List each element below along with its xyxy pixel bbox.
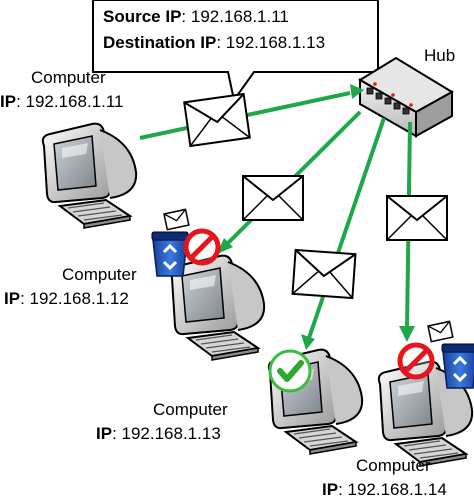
hub-led-icon (373, 82, 377, 86)
arrow-hub-to-computer-13 (307, 117, 386, 339)
computer-13-title: Computer (153, 400, 228, 419)
destination-ip-label: Destination IP (103, 33, 217, 52)
packet-envelope-icon (183, 93, 251, 147)
computer-11-icon (41, 122, 138, 229)
checkmark-icon (268, 349, 312, 393)
ip-value: : 192.168.1.12 (20, 289, 129, 308)
computer-13-ip: IP: 192.168.1.13 (96, 424, 221, 444)
ip-label: IP (0, 92, 17, 111)
callout-destination-line: Destination IP: 192.168.1.13 (103, 31, 325, 55)
discarded-envelope-icon (163, 208, 190, 231)
packet-envelope-icon (242, 175, 304, 221)
packet-envelope-icon (291, 248, 357, 300)
recycle-bin-icon (440, 342, 474, 390)
ip-label: IP (96, 424, 113, 443)
source-ip-label: Source IP (103, 7, 182, 26)
ip-label: IP (4, 289, 21, 308)
callout-box (92, 0, 379, 103)
hub-device (358, 56, 454, 138)
ip-label: IP (322, 480, 339, 499)
hub-led-icon (391, 93, 395, 97)
computer-12-ip: IP: 192.168.1.12 (4, 289, 129, 309)
recycle-bin-icon (150, 230, 190, 278)
prohibit-icon (400, 345, 432, 377)
computer-12-title: Computer (62, 265, 137, 284)
computer-11-title: Computer (31, 68, 106, 87)
packet-envelope-icon (386, 195, 448, 241)
hub-led-icon (409, 103, 413, 107)
destination-ip-value: : 192.168.1.13 (216, 33, 326, 52)
computer-11-ip: IP: 192.168.1.11 (0, 92, 124, 112)
ip-value: : 192.168.1.13 (112, 424, 221, 443)
source-ip-value: : 192.168.1.11 (181, 7, 289, 26)
computer-14-ip: IP: 192.168.1.14 (322, 480, 447, 500)
hub-label: Hub (424, 46, 456, 65)
hub-ports (366, 87, 410, 115)
prohibit-icon (186, 231, 218, 263)
ip-value: : 192.168.1.11 (16, 92, 124, 111)
discarded-envelope-icon (427, 320, 454, 343)
computer-14-title: Computer (356, 456, 431, 475)
callout-source-line: Source IP: 192.168.1.11 (103, 5, 289, 29)
computer-12-icon (169, 254, 266, 361)
ip-value: : 192.168.1.14 (338, 480, 447, 499)
